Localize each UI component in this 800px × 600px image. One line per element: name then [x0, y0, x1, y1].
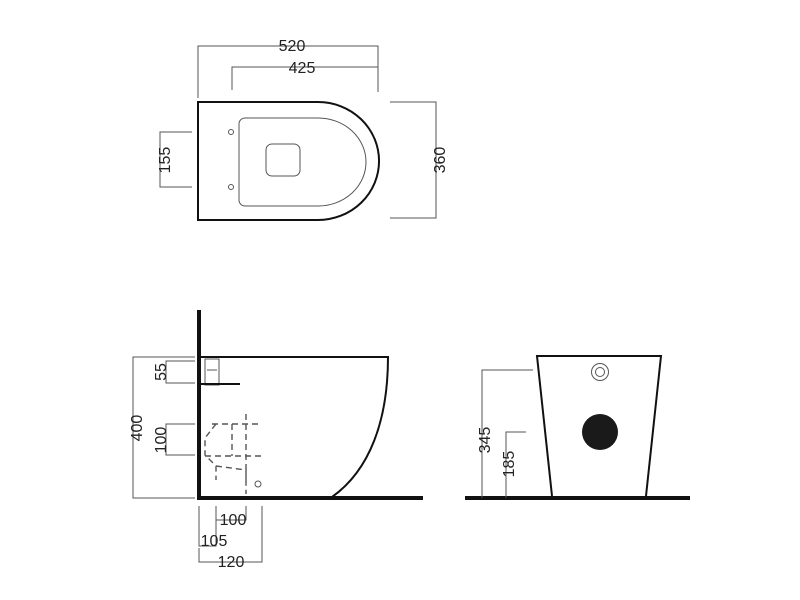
top-view: 520 425 360 155 [157, 38, 449, 221]
dim-label-120: 120 [218, 554, 245, 571]
dim-line-120 [198, 506, 263, 563]
outlet-small-circle [254, 480, 262, 488]
dim-line-400 [132, 356, 195, 499]
side-view: 400 55 100 100 105 120 [129, 310, 423, 571]
top-inlet-ring [591, 363, 609, 381]
dim-label-360: 360 [432, 147, 449, 174]
dim-line-520 [197, 45, 379, 98]
dim-label-520: 520 [279, 38, 306, 55]
dim-line-345 [481, 369, 533, 498]
top-view-seat-opening [238, 117, 367, 207]
dim-line-185 [505, 431, 526, 498]
dim-label-425: 425 [289, 60, 316, 77]
dim-line-425 [231, 66, 378, 90]
dim-line-100-vertical [165, 423, 195, 456]
top-inlet-hole [595, 367, 605, 377]
dim-line-105 [198, 506, 217, 547]
dim-label-55: 55 [153, 363, 170, 381]
dim-label-345: 345 [477, 427, 494, 454]
dim-label-105: 105 [201, 533, 228, 550]
top-view-drain-square [265, 143, 301, 177]
back-view-outline [535, 355, 663, 497]
back-view: 345 185 [465, 355, 690, 500]
dim-line-155 [159, 131, 192, 188]
outlet-dashed-outline [204, 414, 262, 494]
dim-label-185: 185 [501, 451, 518, 478]
fixing-bracket [204, 358, 220, 386]
dim-line-55 [165, 360, 195, 384]
dim-label-100-horizontal: 100 [220, 512, 247, 529]
top-view-bowl-outline [197, 101, 381, 221]
fixing-hole-bottom [228, 184, 234, 190]
fixing-hole-top [228, 129, 234, 135]
rear-inlet-circle [582, 414, 618, 450]
dim-label-100-vertical: 100 [153, 427, 170, 454]
dim-line-360 [390, 101, 437, 219]
side-view-bowl-outline [201, 356, 390, 498]
dim-label-400: 400 [129, 415, 146, 442]
dim-label-155: 155 [157, 147, 174, 174]
